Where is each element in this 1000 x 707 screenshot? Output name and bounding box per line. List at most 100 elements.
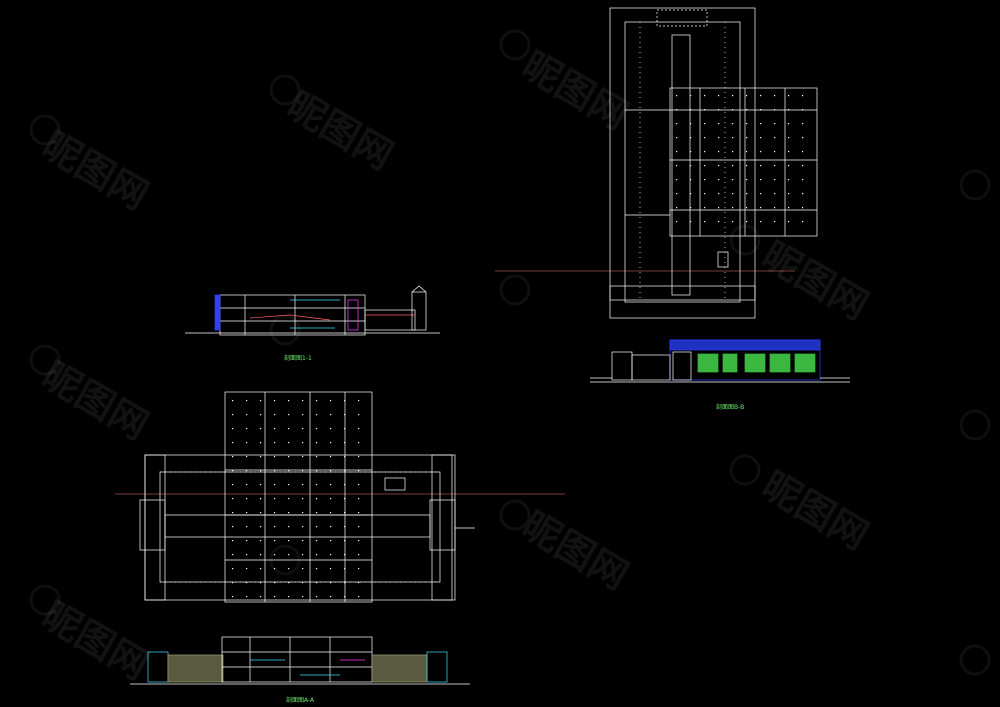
column-dot bbox=[802, 165, 804, 167]
column-dot bbox=[760, 123, 762, 125]
column-dot bbox=[344, 428, 346, 430]
column-dot bbox=[316, 554, 318, 556]
column-dot bbox=[260, 568, 262, 570]
column-dot bbox=[358, 526, 360, 528]
column-dot bbox=[760, 165, 762, 167]
column-dot bbox=[732, 95, 734, 97]
column-dot bbox=[690, 221, 692, 223]
column-dot bbox=[344, 456, 346, 458]
column-dot bbox=[246, 400, 248, 402]
column-dot bbox=[718, 207, 720, 209]
column-dot bbox=[288, 400, 290, 402]
column-dot bbox=[288, 582, 290, 584]
column-dot bbox=[676, 207, 678, 209]
column-dot bbox=[690, 109, 692, 111]
section-b-b-drawing bbox=[590, 339, 850, 383]
top-plan-column-grid bbox=[676, 95, 804, 223]
column-dot bbox=[732, 193, 734, 195]
column-dot bbox=[260, 526, 262, 528]
column-dot bbox=[232, 596, 234, 598]
plan-drawing-top bbox=[609, 7, 818, 319]
column-dot bbox=[358, 498, 360, 500]
column-dot bbox=[232, 526, 234, 528]
column-dot bbox=[746, 193, 748, 195]
column-dot bbox=[260, 470, 262, 472]
column-dot bbox=[344, 484, 346, 486]
column-dot bbox=[746, 123, 748, 125]
column-dot bbox=[704, 123, 706, 125]
column-dot bbox=[788, 207, 790, 209]
column-dot bbox=[676, 179, 678, 181]
column-dot bbox=[316, 512, 318, 514]
column-dot bbox=[358, 596, 360, 598]
column-dot bbox=[316, 484, 318, 486]
column-dot bbox=[274, 400, 276, 402]
column-dot bbox=[774, 123, 776, 125]
column-dot bbox=[746, 151, 748, 153]
column-dot bbox=[676, 109, 678, 111]
column-dot bbox=[232, 554, 234, 556]
column-dot bbox=[774, 137, 776, 139]
column-dot bbox=[704, 221, 706, 223]
column-dot bbox=[246, 428, 248, 430]
watermark-layer bbox=[29, 29, 991, 676]
column-dot bbox=[232, 568, 234, 570]
column-dot bbox=[718, 165, 720, 167]
column-dot bbox=[246, 596, 248, 598]
column-dot bbox=[358, 428, 360, 430]
column-dot bbox=[676, 123, 678, 125]
column-dot bbox=[274, 596, 276, 598]
section-a-a-drawing bbox=[130, 636, 470, 685]
column-dot bbox=[760, 221, 762, 223]
column-dot bbox=[358, 484, 360, 486]
column-dot bbox=[788, 137, 790, 139]
column-dot bbox=[260, 428, 262, 430]
column-dot bbox=[232, 428, 234, 430]
column-dot bbox=[260, 554, 262, 556]
column-dot bbox=[704, 179, 706, 181]
column-dot bbox=[288, 596, 290, 598]
column-dot bbox=[316, 400, 318, 402]
column-dot bbox=[358, 568, 360, 570]
column-dot bbox=[232, 498, 234, 500]
column-dot bbox=[246, 456, 248, 458]
column-dot bbox=[330, 582, 332, 584]
column-dot bbox=[788, 95, 790, 97]
column-dot bbox=[288, 498, 290, 500]
column-dot bbox=[274, 470, 276, 472]
column-dot bbox=[232, 470, 234, 472]
column-dot bbox=[330, 498, 332, 500]
column-dot bbox=[302, 414, 304, 416]
column-dot bbox=[274, 526, 276, 528]
column-dot bbox=[788, 109, 790, 111]
column-dot bbox=[344, 512, 346, 514]
column-dot bbox=[358, 582, 360, 584]
column-dot bbox=[358, 470, 360, 472]
column-dot bbox=[760, 137, 762, 139]
column-dot bbox=[760, 179, 762, 181]
column-dot bbox=[760, 109, 762, 111]
column-dot bbox=[774, 179, 776, 181]
column-dot bbox=[316, 456, 318, 458]
column-dot bbox=[260, 456, 262, 458]
column-dot bbox=[246, 414, 248, 416]
column-dot bbox=[802, 179, 804, 181]
column-dot bbox=[718, 221, 720, 223]
column-dot bbox=[330, 540, 332, 542]
column-dot bbox=[760, 193, 762, 195]
column-dot bbox=[690, 179, 692, 181]
column-dot bbox=[774, 165, 776, 167]
column-dot bbox=[246, 484, 248, 486]
column-dot bbox=[690, 193, 692, 195]
column-dot bbox=[316, 498, 318, 500]
column-dot bbox=[232, 582, 234, 584]
column-dot bbox=[330, 414, 332, 416]
column-dot bbox=[358, 540, 360, 542]
column-dot bbox=[676, 193, 678, 195]
column-dot bbox=[288, 428, 290, 430]
column-dot bbox=[260, 540, 262, 542]
column-dot bbox=[288, 568, 290, 570]
column-dot bbox=[788, 165, 790, 167]
column-dot bbox=[302, 568, 304, 570]
